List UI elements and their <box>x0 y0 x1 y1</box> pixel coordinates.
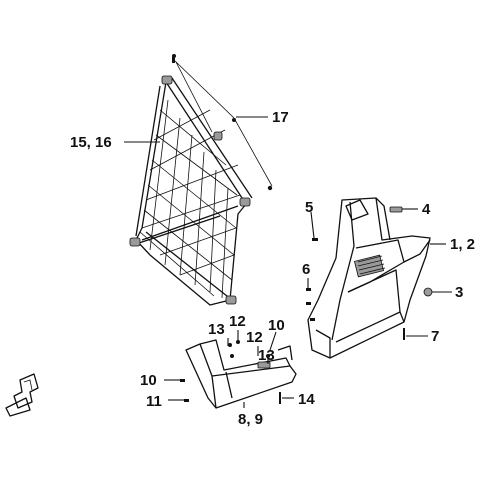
callout-11: 11 <box>146 393 162 410</box>
callout-12-mid: 12 <box>246 329 263 346</box>
callout-13-mid: 13 <box>258 347 275 364</box>
callout-13-top: 13 <box>208 321 225 338</box>
callout-12-top: 12 <box>229 313 246 330</box>
leader-lines <box>124 116 452 408</box>
callout-14: 14 <box>298 391 315 408</box>
callout-10-left: 10 <box>140 372 157 389</box>
step-panel-assembly <box>180 339 297 409</box>
callout-15-16: 15, 16 <box>70 134 112 151</box>
side-panel-assembly <box>306 197 433 359</box>
callout-10-top: 10 <box>268 317 285 334</box>
callout-3: 3 <box>455 284 463 301</box>
callout-7: 7 <box>431 328 439 345</box>
mounting-bracket <box>5 373 39 417</box>
callout-6: 6 <box>302 261 310 278</box>
callout-8-9: 8, 9 <box>238 411 263 428</box>
callout-5: 5 <box>305 199 313 216</box>
side-net-assembly <box>129 54 273 306</box>
vent-grille <box>353 254 386 278</box>
net-mesh <box>139 99 241 299</box>
callout-1-2: 1, 2 <box>450 236 475 253</box>
callout-4: 4 <box>422 201 431 218</box>
callout-17: 17 <box>272 109 289 126</box>
